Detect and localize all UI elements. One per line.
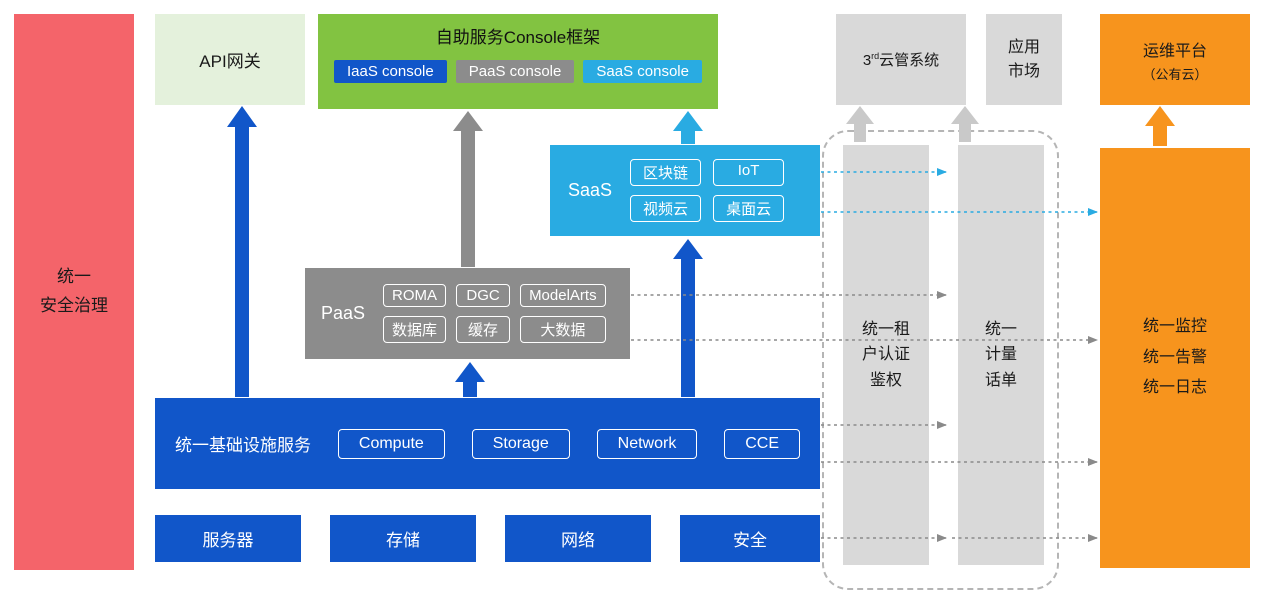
paas-layer-box: PaaS ROMA DGC ModelArts 数据库 缓存 大数据 xyxy=(305,268,630,359)
third-party-base: 3 xyxy=(862,52,872,69)
paas-item-database: 数据库 xyxy=(383,316,447,343)
iaas-layer-label: 统一基础设施服务 xyxy=(175,436,311,455)
resource-box-server: 服务器 xyxy=(155,515,301,562)
paas-item-roma: ROMA xyxy=(383,284,447,307)
iaas-layer-box: 统一基础设施服务 Compute Storage Network CCE xyxy=(155,398,820,489)
iaas-console-button: IaaS console xyxy=(334,60,447,83)
arrow-monitor-to-om-platform xyxy=(1145,106,1175,146)
paas-item-dgc: DGC xyxy=(456,284,511,307)
paas-item-cache: 缓存 xyxy=(456,316,511,343)
paas-layer-label: PaaS xyxy=(321,303,366,323)
console-framework-box: 自助服务Console框架 IaaS console PaaS console … xyxy=(318,14,718,109)
arrow-saas-to-console xyxy=(673,111,703,144)
paas-item-bigdata: 大数据 xyxy=(520,316,606,343)
resource-box-network: 网络 xyxy=(505,515,651,562)
arrow-paas-to-console xyxy=(453,111,483,267)
saas-item-video-cloud: 视频云 xyxy=(630,195,702,222)
console-framework-title: 自助服务Console框架 xyxy=(435,28,601,47)
resource-box-storage: 存储 xyxy=(330,515,476,562)
third-party-superscript: rd xyxy=(871,51,880,61)
third-party-cloud-mgmt-box: 3rd云管系统 xyxy=(836,14,966,105)
arrow-iaas-to-saas xyxy=(673,239,703,397)
console-button-row: IaaS console PaaS console SaaS console xyxy=(318,48,718,83)
metering-bar: 统一 计量 话单 xyxy=(958,145,1044,565)
resource-box-security: 安全 xyxy=(680,515,820,562)
om-platform-subtitle: （公有云） xyxy=(1142,66,1208,82)
saas-layer-box: SaaS 区块链 IoT 视频云 桌面云 xyxy=(550,145,820,236)
api-gateway-label: API网关 xyxy=(199,52,261,71)
saas-item-desktop-cloud: 桌面云 xyxy=(713,195,785,222)
arrow-iaas-to-api-gateway xyxy=(227,106,257,397)
iaas-item-network: Network xyxy=(596,428,698,459)
paas-item-modelarts: ModelArts xyxy=(520,284,606,307)
om-platform-title: 运维平台 xyxy=(1142,42,1207,60)
paas-console-button: PaaS console xyxy=(455,60,575,83)
api-gateway-box: API网关 xyxy=(155,14,305,105)
shared-services-dashed-frame xyxy=(822,130,1059,590)
saas-item-iot: IoT xyxy=(713,159,785,186)
iaas-item-compute: Compute xyxy=(337,428,445,459)
saas-console-button: SaaS console xyxy=(583,60,702,83)
tenant-auth-bar: 统一租 户认证 鉴权 xyxy=(843,145,929,565)
iaas-item-cce: CCE xyxy=(724,428,800,459)
om-platform-box: 运维平台 （公有云） xyxy=(1100,14,1250,105)
app-market-box: 应用 市场 xyxy=(986,14,1062,105)
saas-item-grid: 区块链 IoT 视频云 桌面云 xyxy=(630,159,785,222)
security-governance-bar: 统一 安全治理 xyxy=(14,14,134,570)
third-party-rest: 云管系统 xyxy=(879,52,940,69)
third-party-cloud-mgmt-label: 3rd云管系统 xyxy=(863,49,939,70)
paas-item-grid: ROMA DGC ModelArts 数据库 缓存 大数据 xyxy=(383,284,606,343)
saas-item-blockchain: 区块链 xyxy=(630,159,702,186)
monitoring-alarm-log-bar: 统一监控 统一告警 统一日志 xyxy=(1100,148,1250,568)
iaas-item-storage: Storage xyxy=(471,428,570,459)
arrow-iaas-to-paas xyxy=(455,362,485,397)
saas-layer-label: SaaS xyxy=(568,180,613,200)
